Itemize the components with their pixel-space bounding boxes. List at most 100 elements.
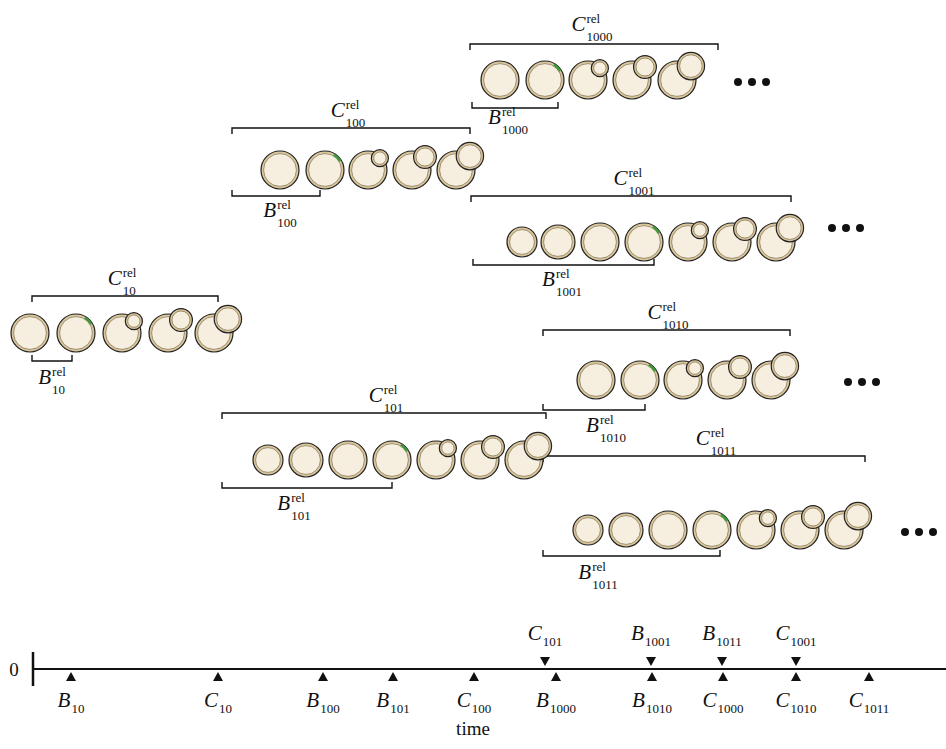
subscript: 10 bbox=[71, 701, 84, 716]
symbol: C bbox=[331, 98, 345, 122]
event-label: Brel10 bbox=[38, 365, 66, 396]
cell-wall bbox=[625, 223, 663, 261]
bud-body bbox=[774, 355, 797, 378]
subscript: 100 bbox=[472, 701, 492, 716]
event-label: C101 bbox=[528, 623, 563, 644]
symbol: B bbox=[586, 413, 599, 437]
yeast-cell bbox=[621, 361, 659, 399]
event-label: B1011 bbox=[702, 623, 741, 644]
bud-wall bbox=[771, 352, 798, 379]
event-label: B10 bbox=[58, 690, 85, 711]
superscript: rel bbox=[711, 426, 737, 439]
yeast-cell bbox=[708, 356, 751, 399]
cell-body bbox=[580, 364, 613, 397]
axis-line bbox=[32, 668, 946, 670]
cell-wall bbox=[57, 314, 95, 352]
yeast-cell bbox=[573, 515, 603, 545]
bud-wall bbox=[439, 440, 456, 457]
cell-wall bbox=[306, 151, 344, 189]
bud-body bbox=[804, 508, 822, 526]
bracket bbox=[543, 404, 645, 410]
bud-wall bbox=[524, 432, 551, 459]
marker-down bbox=[717, 657, 727, 666]
cell-body bbox=[484, 64, 517, 97]
cell-wall bbox=[693, 511, 731, 549]
bud-scar bbox=[649, 365, 655, 371]
cell-wall bbox=[329, 441, 367, 479]
event-label: Brel1011 bbox=[578, 560, 617, 591]
bud-wall bbox=[125, 313, 142, 330]
symbol: C bbox=[647, 300, 661, 324]
bracket bbox=[232, 190, 320, 196]
subscript: 100 bbox=[277, 216, 297, 229]
index-stack: rel1000 bbox=[587, 12, 613, 43]
bud-scar bbox=[721, 515, 727, 521]
axis-origin bbox=[32, 652, 35, 686]
superscript: rel bbox=[52, 365, 66, 378]
bud-body bbox=[694, 224, 706, 236]
superscript: rel bbox=[502, 105, 528, 118]
symbol: B bbox=[632, 688, 645, 712]
bud-scar bbox=[554, 65, 560, 71]
time-markers bbox=[66, 657, 874, 681]
yeast-cell bbox=[373, 441, 411, 479]
marker-up bbox=[469, 672, 479, 681]
subscript: 1010 bbox=[791, 701, 817, 716]
index-stack: rel1011 bbox=[592, 560, 618, 591]
bracket bbox=[32, 296, 218, 302]
symbol: B bbox=[578, 560, 591, 584]
event-label: B1010 bbox=[632, 690, 672, 711]
event-label: Crel10 bbox=[108, 266, 137, 297]
yeast-cell bbox=[103, 313, 142, 352]
subscript: 101 bbox=[384, 401, 404, 414]
event-label: C1011 bbox=[849, 690, 890, 711]
bud-body bbox=[636, 58, 654, 76]
subscript: 100 bbox=[320, 701, 340, 716]
event-label: C1001 bbox=[775, 623, 816, 644]
marker-up bbox=[318, 672, 328, 681]
dot bbox=[856, 224, 864, 232]
symbol: C bbox=[702, 688, 716, 712]
bracket bbox=[543, 330, 790, 336]
yeast-cell bbox=[393, 146, 436, 189]
marker-up bbox=[864, 672, 874, 681]
symbol: B bbox=[376, 688, 389, 712]
bud-body bbox=[374, 152, 386, 164]
superscript: rel bbox=[556, 267, 582, 280]
cell-wall bbox=[669, 223, 707, 261]
subscript: 1001 bbox=[629, 184, 655, 197]
subscript: 10 bbox=[123, 284, 137, 297]
cell-wall bbox=[664, 361, 702, 399]
cell-body bbox=[510, 230, 535, 255]
index-stack: rel1011 bbox=[711, 426, 737, 457]
cell-body bbox=[376, 444, 409, 477]
bud-body bbox=[762, 512, 774, 524]
subscript: 1011 bbox=[864, 701, 890, 716]
symbol: B bbox=[263, 198, 276, 222]
bud-body bbox=[680, 55, 703, 78]
event-label: Brel101 bbox=[277, 491, 310, 522]
index-stack: rel10 bbox=[123, 266, 137, 297]
yeast-cell bbox=[253, 445, 283, 475]
cells bbox=[11, 52, 872, 549]
bud-wall bbox=[456, 142, 483, 169]
superscript: rel bbox=[592, 560, 618, 573]
bud-body bbox=[459, 145, 482, 168]
symbol: C bbox=[696, 426, 710, 450]
cell-body bbox=[292, 446, 321, 475]
event-label: C10 bbox=[204, 690, 232, 711]
subscript: 101 bbox=[543, 634, 563, 649]
event-label: C1000 bbox=[702, 690, 743, 711]
cell-body bbox=[60, 317, 93, 350]
bud-body bbox=[484, 438, 502, 456]
event-label: C100 bbox=[457, 690, 492, 711]
event-label: C1010 bbox=[775, 690, 816, 711]
bud-body bbox=[736, 220, 754, 238]
yeast-cell bbox=[526, 61, 564, 99]
superscript: rel bbox=[384, 383, 404, 396]
bracket bbox=[222, 482, 392, 488]
yeast-cell bbox=[306, 151, 344, 189]
yeast-cell bbox=[505, 432, 552, 479]
bud-body bbox=[217, 308, 240, 331]
